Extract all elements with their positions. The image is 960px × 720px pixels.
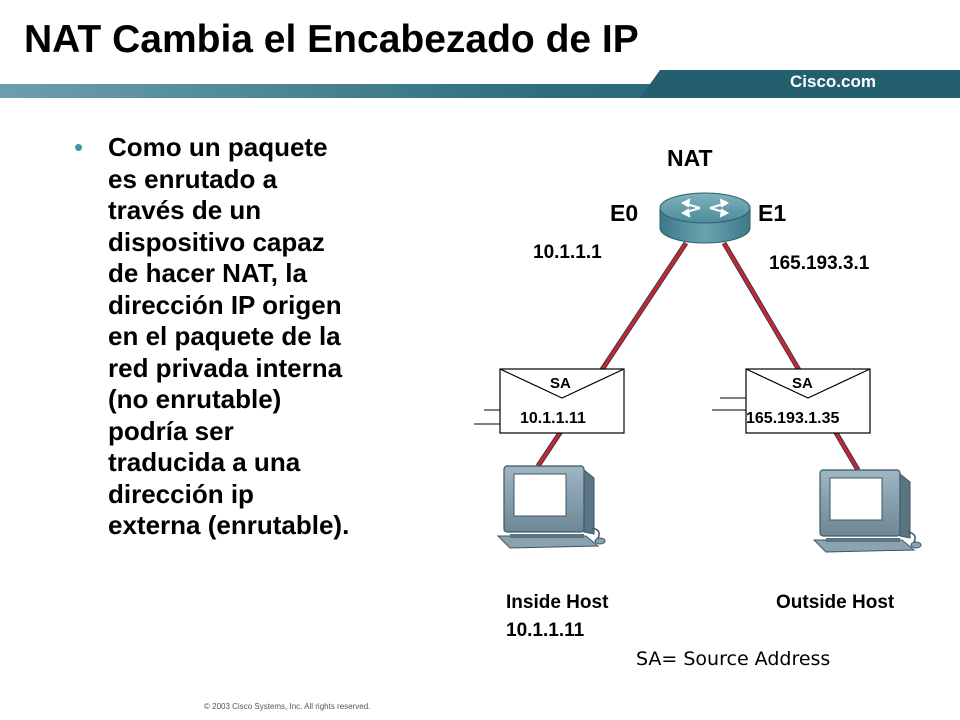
computer-icon — [812, 469, 922, 553]
bullet-line: podría ser — [108, 415, 234, 446]
bullet-text: Como un paquete es enrutado a través de … — [108, 132, 438, 542]
bullet-line: de hacer NAT, la — [108, 258, 307, 288]
inside-host-ip: 10.1.1.11 — [506, 620, 585, 641]
bullet-line: red privada interna — [108, 352, 343, 383]
envelope-icon — [712, 368, 871, 434]
e0-ip-address: 10.1.1.1 — [533, 242, 602, 263]
right-envelope-sa-label: SA — [792, 375, 813, 392]
envelope-icon — [474, 368, 625, 434]
left-envelope-address: 10.1.1.11 — [520, 410, 586, 427]
bullet-line: Como un paquete — [108, 132, 328, 162]
bullet-line: dispositivo capaz — [108, 226, 325, 257]
outside-host-label: Outside Host — [776, 592, 895, 613]
interface-e1-label: E1 — [758, 200, 787, 226]
left-envelope-sa-label: SA — [550, 375, 571, 392]
brand-tab — [640, 70, 960, 98]
brand-logo-text: Cisco.com — [790, 72, 876, 91]
computer-icon — [496, 465, 606, 549]
copyright-notice: © 2003 Cisco Systems, Inc. All rights re… — [204, 702, 371, 711]
e1-ip-address: 165.193.3.1 — [769, 253, 870, 274]
bullet-line: dirección ip — [108, 478, 254, 509]
legend-text: SA= Source Address — [636, 648, 831, 670]
page-title: NAT Cambia el Encabezado de IP — [24, 18, 639, 61]
bullet-line: traducida a una — [108, 447, 301, 477]
bullet-line: través de un — [108, 195, 262, 225]
bullet-line: externa (enrutable). — [108, 510, 350, 540]
bullet-marker: • — [74, 132, 84, 162]
bullet-line: dirección IP origen — [108, 289, 342, 320]
link-right — [721, 241, 861, 472]
router-label: NAT — [667, 145, 713, 171]
bullet-line: es enrutado a — [108, 163, 278, 194]
router-icon — [659, 192, 751, 244]
right-envelope-address: 165.193.1.35 — [746, 410, 840, 427]
bullet-line: (no enrutable) — [108, 384, 282, 414]
inside-host-label: Inside Host — [506, 592, 609, 613]
bullet-line: en el paquete de la — [108, 321, 341, 351]
interface-e0-label: E0 — [610, 200, 639, 226]
